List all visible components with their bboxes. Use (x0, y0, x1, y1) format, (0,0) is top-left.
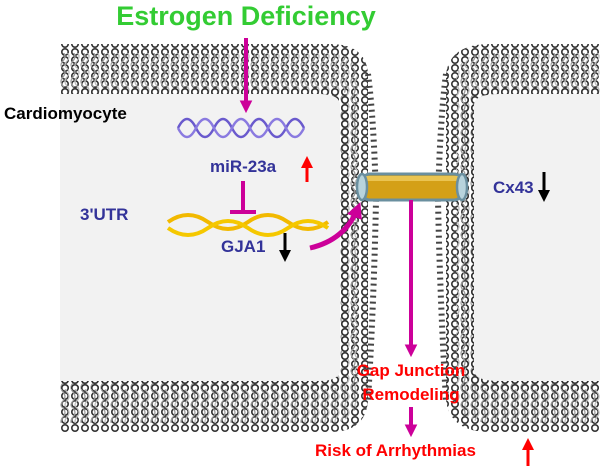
gap-junction-channel-icon (355, 172, 469, 202)
mirna-helix-icon (176, 117, 306, 139)
gap-region-membranes (365, 73, 449, 401)
arrow-gene-to-channel (309, 202, 362, 251)
outcome-1-line2: Remodeling (362, 385, 459, 404)
mirna-label: miR-23a (210, 157, 277, 176)
cell-membrane-right (446, 44, 600, 432)
outcome-1-line1: Gap Junction (357, 361, 466, 380)
mrna-helix-icon (166, 213, 330, 237)
gene-label: GJA1 (221, 237, 265, 256)
outcome-2: Risk of Arrhythmias (315, 441, 476, 460)
protein-label: Cx43 (493, 178, 534, 197)
utr-label: 3'UTR (80, 205, 128, 224)
inhibition-bar-icon (230, 181, 256, 214)
cell-membrane-left (60, 44, 368, 432)
cell-label: Cardiomyocyte (4, 104, 127, 123)
title: Estrogen Deficiency (116, 1, 376, 31)
